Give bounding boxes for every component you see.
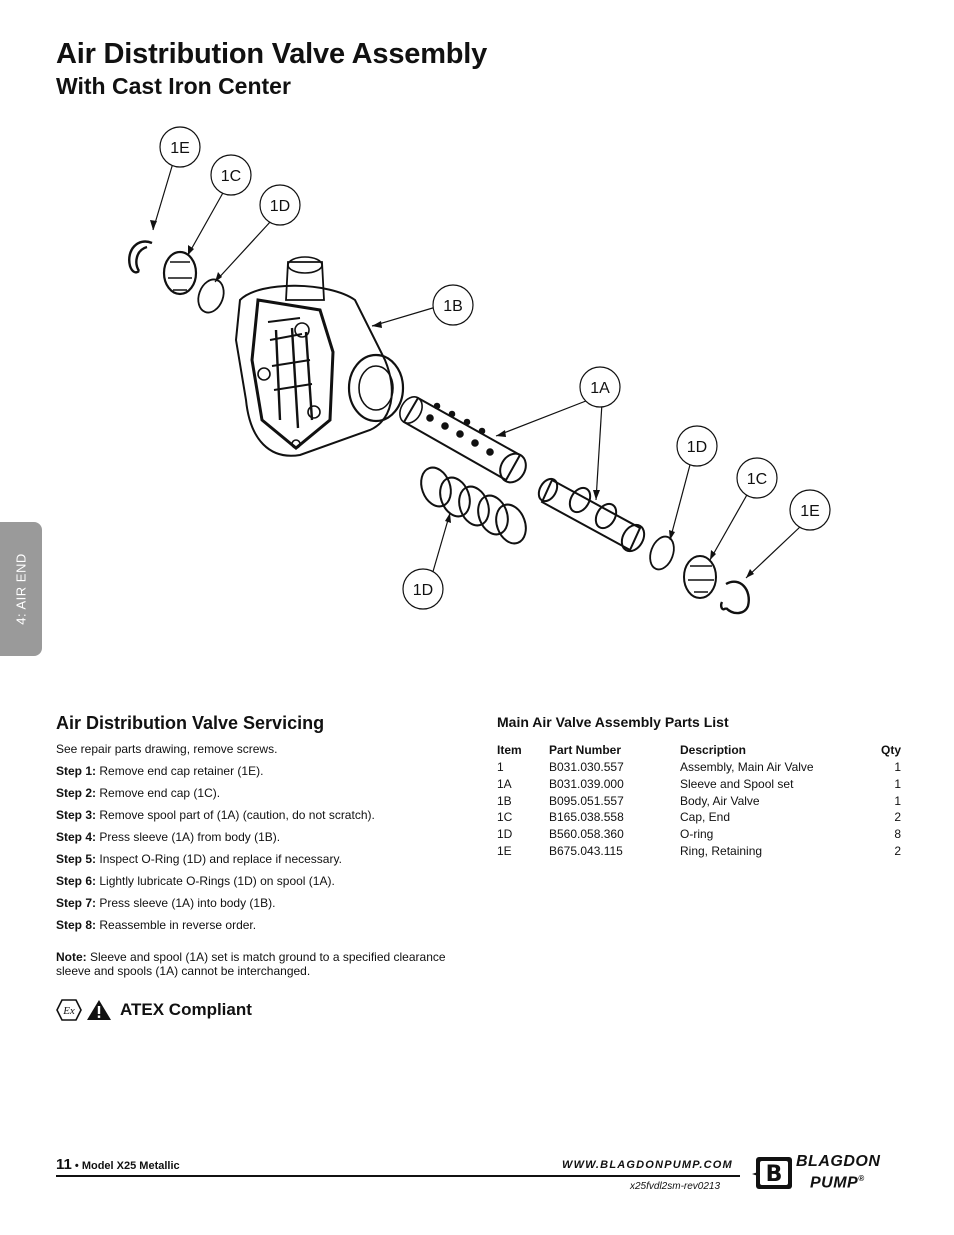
callout-1d-bottom: 1D <box>413 582 433 599</box>
col-item: Item <box>497 743 522 757</box>
document-reference: x25fvdl2sm-rev0213 <box>630 1181 721 1192</box>
table-row: 1D B560.058.360 O-ring 8 <box>497 826 901 843</box>
cell-qty: 1 <box>894 793 901 808</box>
step-6: Step 6: Lightly lubricate O-Rings (1D) o… <box>56 874 335 888</box>
step-8: Step 8: Reassemble in reverse order. <box>56 918 257 932</box>
callout-1d-left: 1D <box>270 198 290 215</box>
cell-item: 1 <box>497 760 504 774</box>
cell-description: Body, Air Valve <box>680 793 760 808</box>
cell-description: Ring, Retaining <box>680 843 763 858</box>
cell-part-number: B031.039.000 <box>549 776 624 791</box>
step-7: Step 7: Press sleeve (1A) into body (1B)… <box>56 896 276 910</box>
cell-item: 1E <box>497 843 512 858</box>
cell-item: 1B <box>497 793 512 808</box>
page-footer-number: 11 • Model X25 Metallic <box>56 1156 180 1173</box>
cell-qty: 8 <box>894 827 901 842</box>
callout-1c-left: 1C <box>221 168 241 185</box>
blagdon-logo-text: BLAGDON PUMP® <box>796 1153 881 1192</box>
end-cap-1c-right <box>683 555 717 599</box>
table-row: 1A B031.039.000 Sleeve and Spool set 1 <box>497 776 901 793</box>
parts-table-header: Item Part Number Description Qty <box>497 743 901 759</box>
blagdon-logo-icon: B <box>752 1157 792 1189</box>
cell-qty: 2 <box>894 843 901 858</box>
retaining-ring-1e-right <box>720 580 750 615</box>
step-3: Step 3: Remove spool part of (1A) (cauti… <box>56 808 375 822</box>
cell-description: Sleeve and Spool set <box>680 776 794 791</box>
callout-1e-left: 1E <box>170 140 190 157</box>
cell-description: O-ring <box>680 827 714 842</box>
cell-qty: 2 <box>894 810 901 825</box>
sleeve-1a <box>399 396 527 484</box>
cell-item: 1A <box>497 776 512 791</box>
atex-badge: Ex ATEX Compliant <box>56 999 252 1021</box>
callout-1e-right: 1E <box>800 503 820 520</box>
o-ring-1d-left <box>197 278 225 314</box>
leader-lines <box>152 162 802 579</box>
svg-text:Ex: Ex <box>62 1005 75 1017</box>
cell-part-number: B095.051.557 <box>549 793 624 808</box>
page-subtitle: With Cast Iron Center <box>56 73 291 99</box>
cell-description: Assembly, Main Air Valve <box>680 760 814 774</box>
table-row: 1C B165.038.558 Cap, End 2 <box>497 809 901 826</box>
cell-item: 1C <box>497 810 513 825</box>
parts-list: Main Air Valve Assembly Parts List Item … <box>497 714 901 860</box>
step-5: Step 5: Inspect O-Ring (1D) and replace … <box>56 852 342 866</box>
retaining-ring-1e-left <box>128 240 153 274</box>
valve-body-1b <box>234 256 405 457</box>
section-tab: 4: AIR END <box>0 522 42 656</box>
cell-description: Cap, End <box>680 810 731 825</box>
servicing-section: Air Distribution Valve Servicing See rep… <box>56 713 456 986</box>
atex-label: ATEX Compliant <box>120 1000 252 1019</box>
table-row: 1 B031.030.557 Assembly, Main Air Valve … <box>497 759 901 776</box>
table-row: 1B B095.051.557 Body, Air Valve 1 <box>497 793 901 810</box>
parts-list-title: Main Air Valve Assembly Parts List <box>497 714 729 730</box>
website-link[interactable]: WWW.BLAGDONPUMP.COM <box>562 1159 733 1171</box>
warning-triangle-icon <box>87 1000 111 1020</box>
page-title: Air Distribution Valve Assembly <box>56 38 488 70</box>
cell-qty: 1 <box>894 776 901 791</box>
parts-table: Item Part Number Description Qty 1 B031.… <box>497 743 901 860</box>
step-2: Step 2: Remove end cap (1C). <box>56 786 221 800</box>
callout-1b: 1B <box>443 298 463 315</box>
cell-part-number: B675.043.115 <box>549 843 623 858</box>
svg-text:B: B <box>766 1162 783 1187</box>
servicing-heading: Air Distribution Valve Servicing <box>56 713 325 733</box>
end-cap-1c-left <box>162 250 198 296</box>
cell-part-number: B031.030.557 <box>549 760 624 774</box>
step-1: Step 1: Remove end cap retainer (1E). <box>56 764 264 778</box>
o-ring-stack-1d <box>420 466 527 545</box>
ex-hexagon-icon: Ex <box>56 999 82 1021</box>
exploded-view-drawing: 1E 1C 1D 1B 1A 1D 1C 1E 1D <box>128 126 831 615</box>
step-4: Step 4: Press sleeve (1A) from body (1B)… <box>56 830 281 844</box>
callout-1d-right: 1D <box>687 439 707 456</box>
servicing-intro: See repair parts drawing, remove screws. <box>56 742 278 756</box>
col-part-number: Part Number <box>549 743 622 757</box>
cell-qty: 1 <box>894 760 901 774</box>
o-ring-1d-right <box>649 535 675 571</box>
cell-part-number: B165.038.558 <box>549 810 624 825</box>
servicing-note: Note: Sleeve and spool (1A) set is match… <box>56 950 446 978</box>
footer-divider <box>56 1175 740 1177</box>
table-row: 1E B675.043.115 Ring, Retaining 2 <box>497 843 901 860</box>
spool-1a <box>537 477 646 553</box>
col-description: Description <box>680 743 747 757</box>
col-qty: Qty <box>880 743 901 757</box>
callout-1a: 1A <box>590 380 610 397</box>
cell-part-number: B560.058.360 <box>549 827 624 842</box>
cell-item: 1D <box>497 827 513 842</box>
callout-1c-right: 1C <box>747 471 767 488</box>
